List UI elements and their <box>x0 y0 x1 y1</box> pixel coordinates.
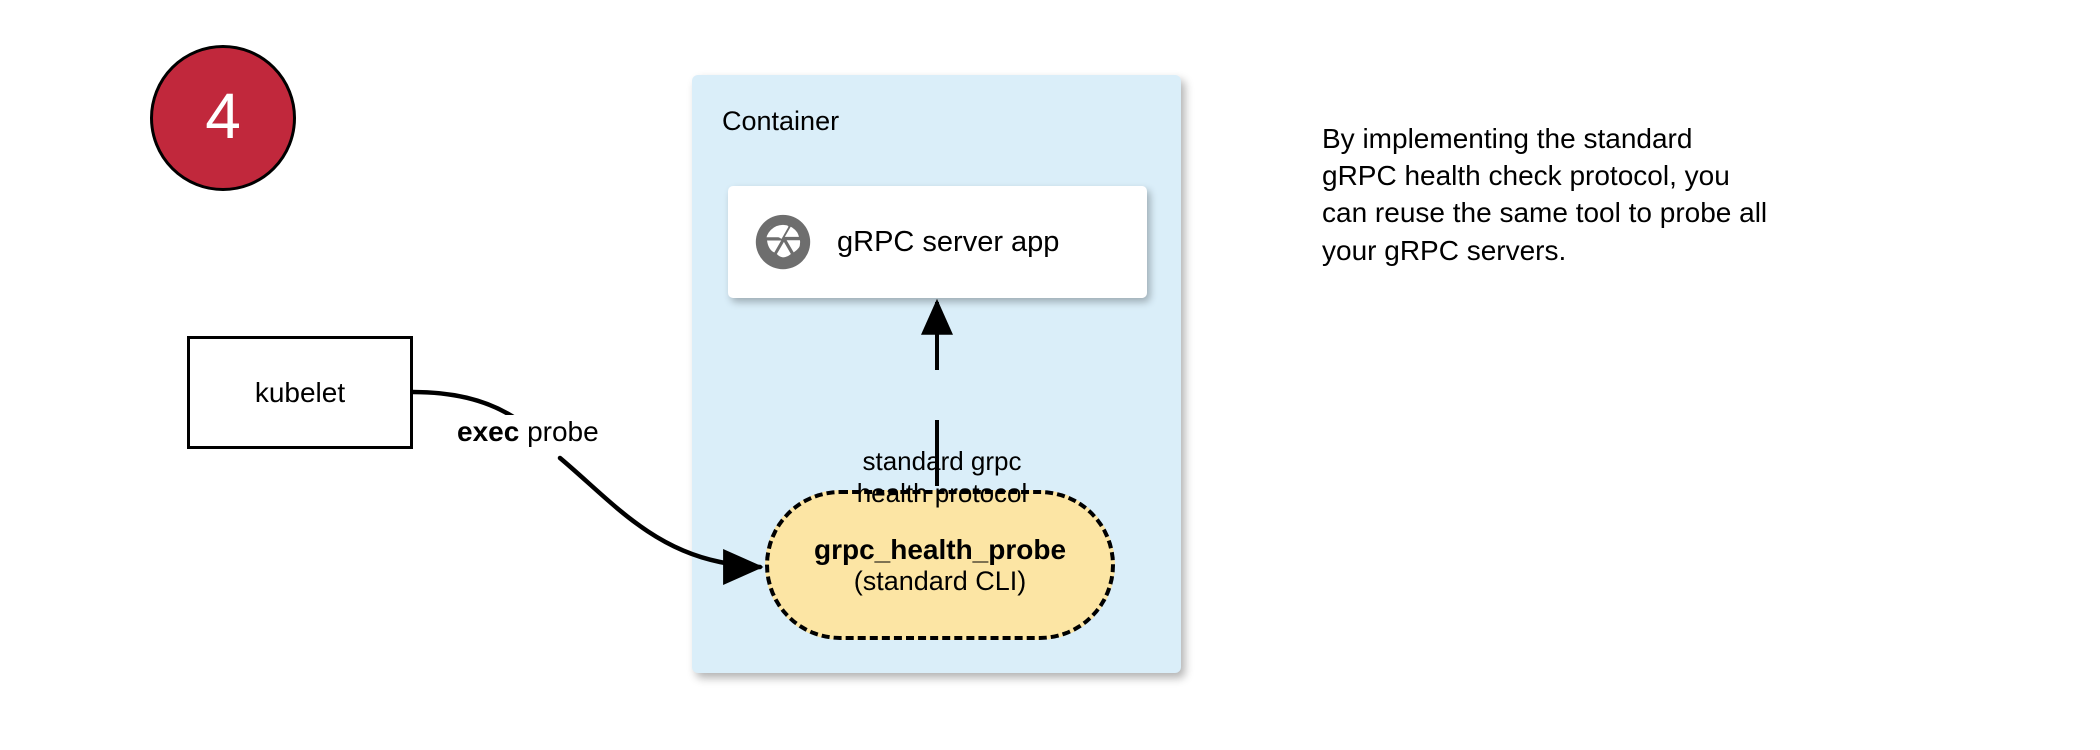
side-note-paragraph: By implementing the standard gRPC health… <box>1322 120 1882 269</box>
grpc-server-app-card: gRPC server app <box>728 186 1147 298</box>
grpc-server-app-label: gRPC server app <box>837 225 1060 258</box>
side-note-line-2: gRPC health check protocol, you <box>1322 160 1730 192</box>
grpc-health-probe-node: grpc_health_probe (standard CLI) <box>765 490 1115 640</box>
step-number-badge: 4 <box>150 45 296 191</box>
side-note-line-1: By implementing the standard <box>1322 123 1693 154</box>
container-title: Container <box>722 106 840 136</box>
exec-probe-label-bold: exec <box>457 416 520 447</box>
exec-probe-edge-label: exec probe <box>452 415 604 449</box>
exec-probe-label-rest: probe <box>519 416 599 447</box>
protocol-edge-label-line1: standard grpc <box>862 446 1022 476</box>
kubelet-node: kubelet <box>187 336 413 449</box>
protocol-edge-label: standard grpc health protocol <box>842 445 1042 509</box>
grpc-aperture-icon <box>755 214 811 270</box>
container-panel: Container gRPC server app standard g <box>692 75 1181 673</box>
grpc-health-probe-subtitle: (standard CLI) <box>853 565 1027 596</box>
side-note-line-4: your gRPC servers. <box>1322 234 1567 266</box>
step-number-label: 4 <box>205 80 241 152</box>
protocol-edge-label-line2: health protocol <box>856 478 1028 509</box>
grpc-health-probe-title: grpc_health_probe <box>813 533 1067 565</box>
kubelet-label: kubelet <box>254 376 346 408</box>
side-note-line-3: can reuse the same tool to probe all <box>1322 197 1768 229</box>
